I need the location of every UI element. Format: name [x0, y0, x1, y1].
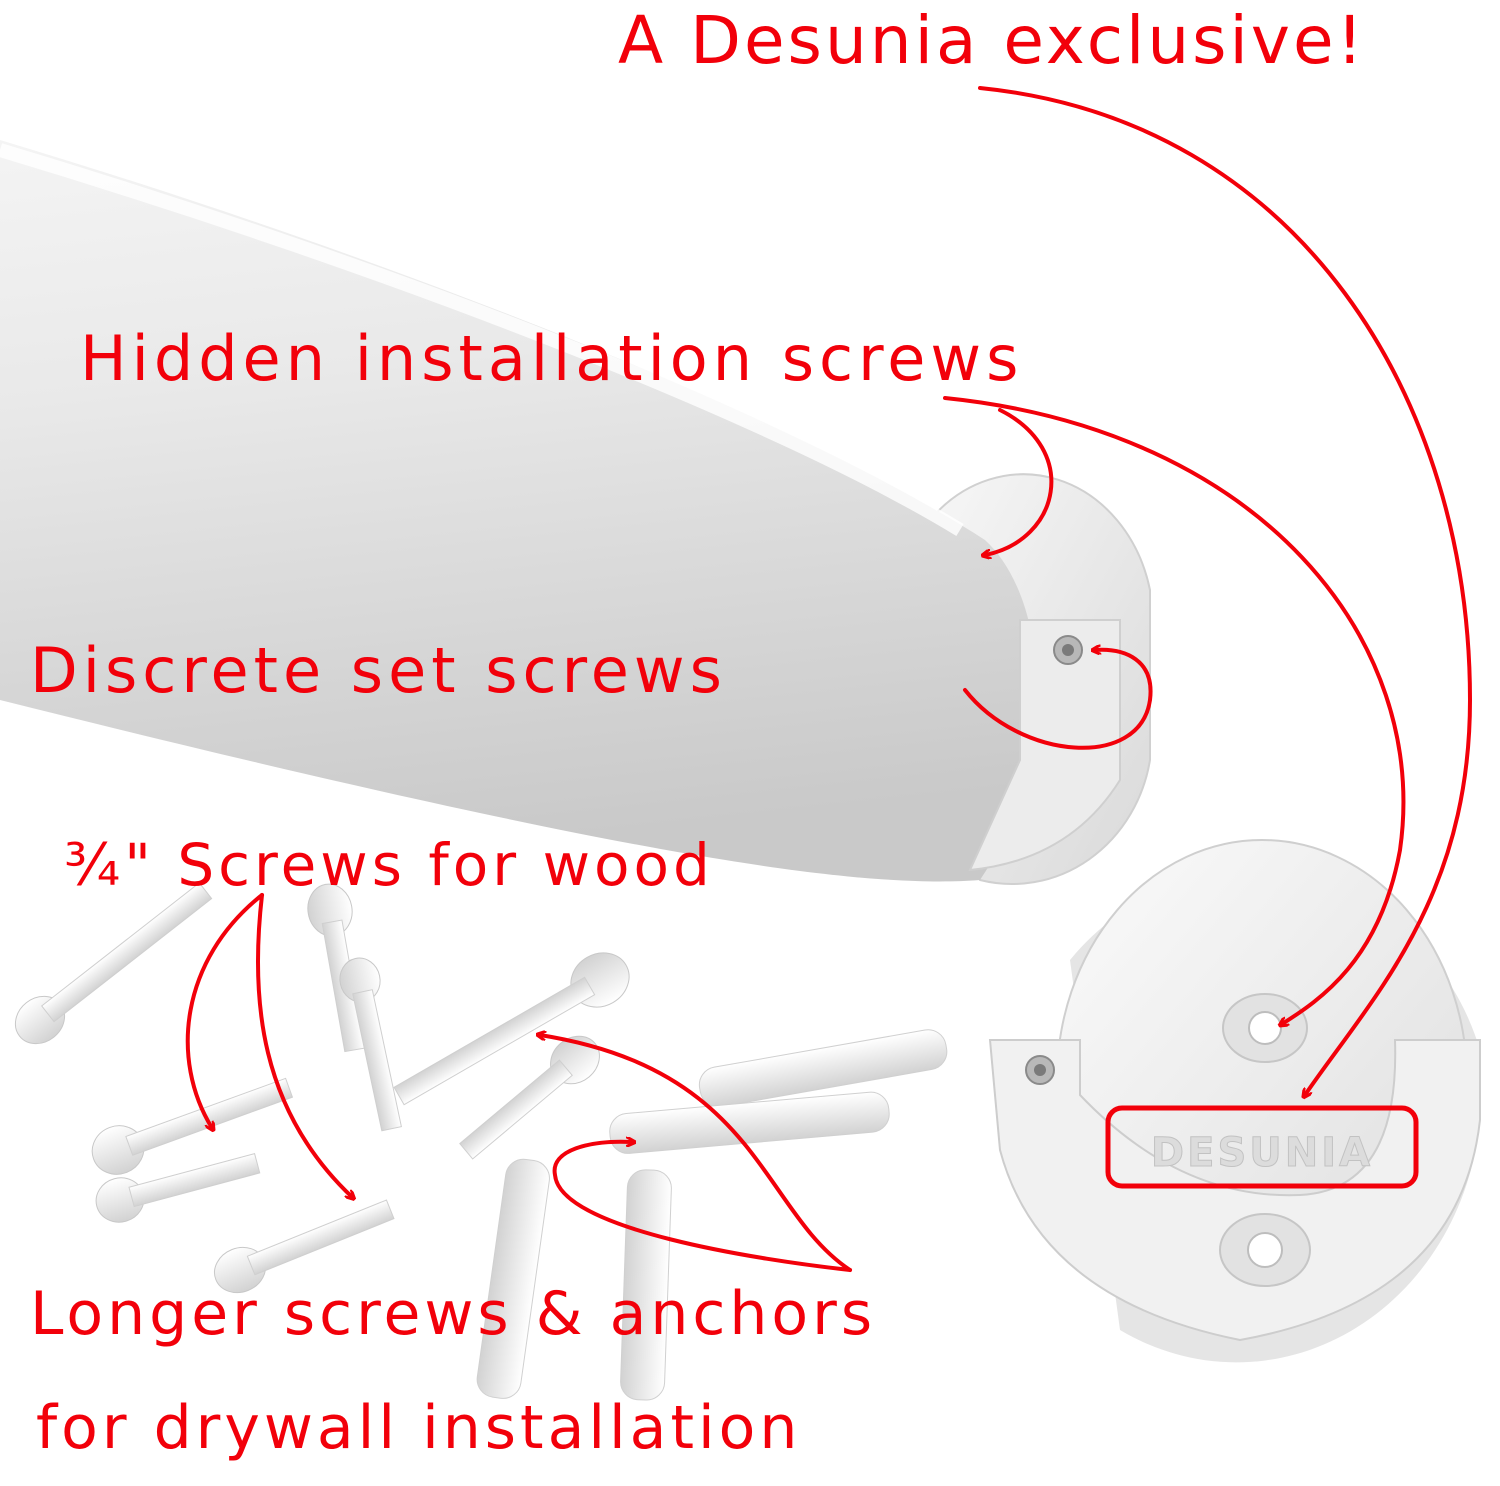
- arrow-wood-1: [185, 893, 264, 1128]
- arrow-hidden-screws: [985, 408, 1054, 555]
- drywall-callout-line-1: Longer screws & anchors: [30, 1279, 877, 1349]
- set-screw-icon: [1053, 635, 1083, 665]
- exclusive-callout: A Desunia exclusive!: [618, 2, 1367, 79]
- bracket-flange: DESUNIA: [988, 839, 1481, 1363]
- drywall-anchors: [476, 1029, 948, 1401]
- annotation-arrows: [185, 86, 1473, 1272]
- arrow-to-hole: [943, 396, 1406, 1024]
- drywall-callout-line-2: for drywall installation: [36, 1393, 802, 1463]
- arrow-anchor-1: [540, 1035, 852, 1272]
- mounting-hole-icon: [1222, 993, 1308, 1063]
- set-screws-callout: Discrete set screws: [30, 634, 727, 707]
- logo-highlight-box: [1105, 1105, 1419, 1189]
- arrow-anchor-2: [552, 1142, 852, 1272]
- arrow-set-screws: [963, 650, 1153, 750]
- hidden-screws-callout: Hidden installation screws: [80, 322, 1024, 395]
- bracket-logo: DESUNIA: [1151, 1130, 1373, 1176]
- wood-screws: [14, 882, 630, 1294]
- arrow-wood-2: [255, 893, 352, 1197]
- arrow-to-logo: [978, 86, 1473, 1095]
- wood-screws-callout: ¾" Screws for wood: [64, 831, 714, 899]
- set-screw-icon: [1025, 1055, 1055, 1085]
- closet-rod: [0, 140, 1151, 885]
- mounting-hole-icon: [1219, 1213, 1311, 1287]
